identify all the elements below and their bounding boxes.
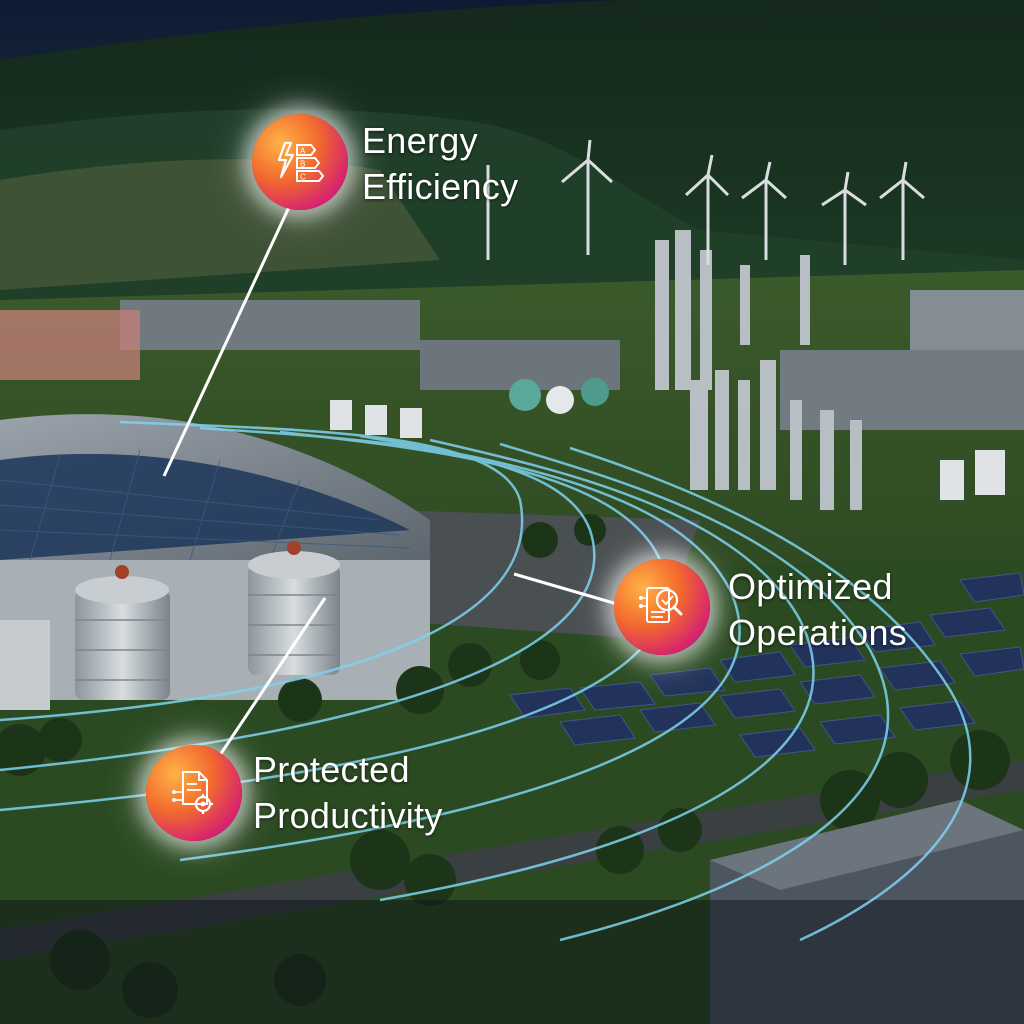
protected-productivity-label: Protected Productivity (253, 747, 443, 839)
document-gear-icon (172, 771, 213, 814)
protected-productivity-line2: Productivity (253, 795, 443, 836)
energy-efficiency-line2: Efficiency (362, 166, 519, 207)
storage-tanks (75, 541, 340, 700)
warehouse-wall (0, 560, 430, 700)
svg-text:C: C (300, 173, 306, 182)
solar-field (509, 572, 1024, 758)
energy-efficiency-badge[interactable]: A B C (252, 114, 348, 210)
checklist-magnifier-icon (639, 587, 683, 623)
solar-roof-panels (0, 453, 410, 560)
energy-efficiency-line1: Energy (362, 120, 478, 161)
protected-productivity-line1: Protected (253, 749, 410, 790)
energy-efficiency-label: Energy Efficiency (362, 118, 518, 210)
energy-rating-icon: A B C (277, 141, 325, 182)
callout-connectors (162, 204, 625, 759)
optimized-operations-badge[interactable] (614, 559, 710, 655)
svg-text:A: A (300, 147, 306, 156)
svg-text:B: B (300, 160, 305, 169)
optimized-operations-line2: Operations (728, 612, 908, 653)
optimized-operations-label: Optimized Operations (728, 564, 907, 656)
optimized-operations-line1: Optimized (728, 566, 893, 607)
protected-productivity-badge[interactable] (146, 745, 242, 841)
